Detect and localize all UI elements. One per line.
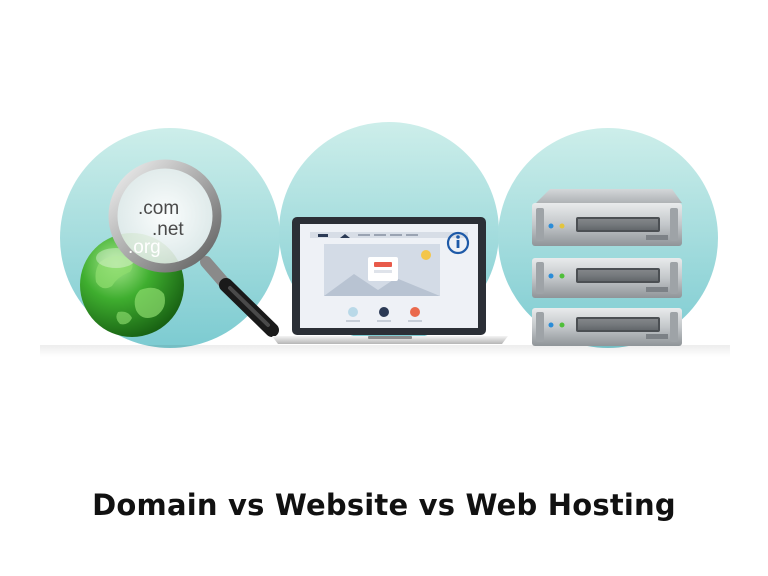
server-rack-icon bbox=[532, 189, 682, 346]
server-unit bbox=[532, 189, 682, 246]
domain-label-net: .net bbox=[152, 219, 184, 240]
info-logo-icon bbox=[446, 231, 470, 255]
page-title: Domain vs Website vs Web Hosting bbox=[92, 488, 676, 522]
illustration: .com .net .org bbox=[40, 122, 730, 357]
server-unit bbox=[532, 308, 682, 346]
magnifier-icon: .com .net .org bbox=[108, 159, 279, 337]
laptop-icon bbox=[272, 217, 508, 344]
server-unit bbox=[532, 258, 682, 298]
domain-label-org: .org bbox=[128, 237, 161, 258]
domain-label-com: .com bbox=[138, 198, 179, 219]
